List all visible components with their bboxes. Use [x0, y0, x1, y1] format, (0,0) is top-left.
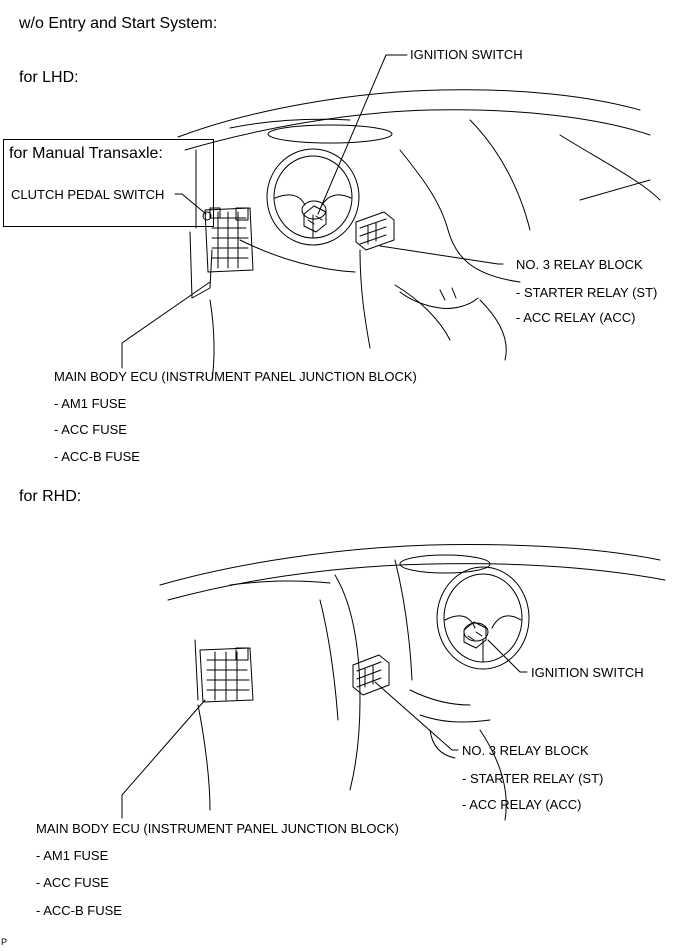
rhd-fuse-item: - ACC-B FUSE [36, 903, 122, 918]
figure-code: P [1, 937, 8, 947]
lhd-ignition-switch-label: IGNITION SWITCH [410, 47, 523, 62]
lhd-leader-lines [121, 54, 504, 369]
lhd-fuse-item: - AM1 FUSE [54, 396, 127, 411]
rhd-main-body-ecu-label: MAIN BODY ECU (INSTRUMENT PANEL JUNCTION… [36, 821, 399, 836]
rhd-relay-item: - STARTER RELAY (ST) [462, 771, 604, 786]
lhd-title: for LHD: [19, 69, 79, 86]
rhd-title: for RHD: [19, 488, 82, 505]
lhd-relay-item: - STARTER RELAY (ST) [516, 285, 658, 300]
lhd-dashboard-drawing [177, 89, 661, 381]
lhd-fuse-item: - ACC-B FUSE [54, 449, 140, 464]
manual-transaxle-box [3, 139, 214, 227]
rhd-leader-lines [121, 639, 528, 819]
lhd-relay-item: - ACC RELAY (ACC) [516, 310, 636, 325]
lhd-relay-block-label: NO. 3 RELAY BLOCK [516, 257, 643, 272]
manual-transaxle-title: for Manual Transaxle: [9, 145, 163, 162]
lhd-main-body-ecu-label: MAIN BODY ECU (INSTRUMENT PANEL JUNCTION… [54, 369, 417, 384]
rhd-fuse-item: - ACC FUSE [36, 875, 109, 890]
system-heading: w/o Entry and Start System: [19, 15, 218, 32]
rhd-relay-item: - ACC RELAY (ACC) [462, 797, 582, 812]
rhd-dashboard-drawing [159, 544, 666, 821]
rhd-ignition-switch-label: IGNITION SWITCH [531, 665, 644, 680]
rhd-relay-block-label: NO. 3 RELAY BLOCK [462, 743, 589, 758]
rhd-fuse-item: - AM1 FUSE [36, 848, 109, 863]
lhd-fuse-item: - ACC FUSE [54, 422, 127, 437]
clutch-pedal-switch-label: CLUTCH PEDAL SWITCH [11, 187, 165, 202]
